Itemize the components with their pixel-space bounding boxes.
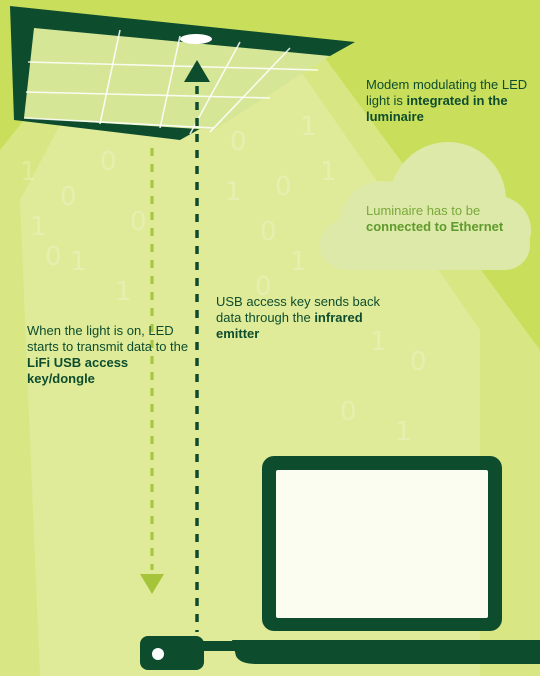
- binary-digit: 0: [100, 147, 117, 177]
- binary-digit: 1: [290, 247, 307, 277]
- binary-digit: 0: [130, 207, 147, 237]
- binary-digit: 0: [45, 242, 62, 272]
- binary-digit: 0: [275, 172, 292, 202]
- binary-digit: 0: [410, 347, 427, 377]
- arrow-down-icon: [140, 574, 164, 594]
- luminaire-icon: [10, 6, 355, 140]
- cloud-icon: [320, 142, 531, 270]
- binary-digit: 1: [320, 157, 337, 187]
- binary-digit: 1: [225, 177, 242, 207]
- binary-digit: 1: [115, 277, 132, 307]
- binary-digit: 1: [300, 112, 317, 142]
- binary-digit: 0: [60, 182, 77, 212]
- binary-digit: 1: [30, 212, 47, 242]
- binary-digit: 0: [255, 272, 272, 302]
- usb-dongle-icon: [140, 636, 246, 670]
- uplink-label: USB access key sends back data through t…: [216, 294, 381, 341]
- modem-label: Modem modulating the LED light is integr…: [366, 77, 528, 124]
- binary-digit: 1: [395, 417, 412, 447]
- led-lamp: [180, 34, 212, 44]
- binary-digit: 0: [340, 397, 357, 427]
- binary-digit: 0: [260, 217, 277, 247]
- binary-digit: 1: [70, 247, 87, 277]
- laptop-screen: [276, 470, 488, 618]
- laptop-icon: [232, 456, 540, 664]
- binary-digit: 0: [230, 127, 247, 157]
- binary-digit: 1: [20, 157, 37, 187]
- downlink-label: When the light is on, LED starts to tran…: [27, 323, 189, 386]
- binary-digit: 1: [370, 327, 387, 357]
- ethernet-label: Luminaire has to be connected to Etherne…: [366, 203, 504, 234]
- arrow-up-icon: [184, 60, 210, 82]
